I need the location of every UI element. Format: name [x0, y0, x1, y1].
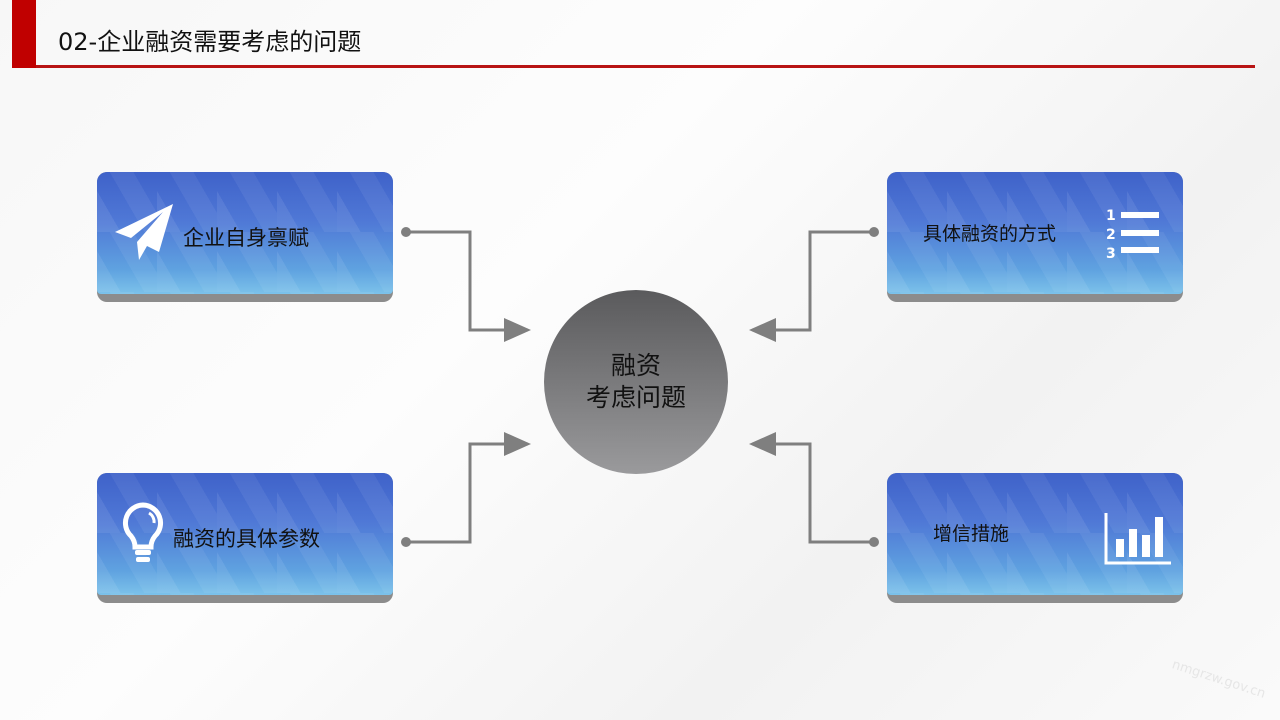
bar-chart-icon	[1104, 513, 1171, 565]
title-underline	[36, 65, 1255, 68]
card-enterprise-endowment: 企业自身禀赋	[97, 172, 393, 302]
card-financing-methods: 具体融资的方式 1 2 3	[887, 172, 1183, 302]
card-financing-parameters: 融资的具体参数	[97, 473, 393, 603]
card-label: 增信措施	[933, 523, 1010, 545]
center-line2: 考虑问题	[585, 383, 686, 412]
card-label: 具体融资的方式	[923, 223, 1057, 245]
connector-bottom-left	[406, 432, 531, 544]
title-accent-bar	[12, 0, 36, 68]
center-line1: 融资	[610, 351, 661, 380]
connector-bottom-right	[749, 432, 874, 544]
svg-text:2: 2	[1106, 227, 1116, 243]
svg-text:3: 3	[1106, 246, 1116, 262]
center-topic-circle: 融资考虑问题	[544, 290, 728, 474]
card-label: 企业自身禀赋	[183, 226, 309, 250]
card-credit-enhancement: 增信措施	[887, 473, 1183, 603]
numbered-list-icon: 1 2 3	[1106, 208, 1159, 262]
connector-top-right	[749, 230, 874, 342]
connector-top-left	[406, 230, 531, 342]
paper-plane-icon	[115, 204, 173, 260]
page-title: 02-企业融资需要考虑的问题	[58, 28, 362, 56]
card-label: 融资的具体参数	[173, 527, 320, 551]
lightbulb-icon	[122, 502, 164, 562]
svg-text:1: 1	[1106, 208, 1116, 224]
